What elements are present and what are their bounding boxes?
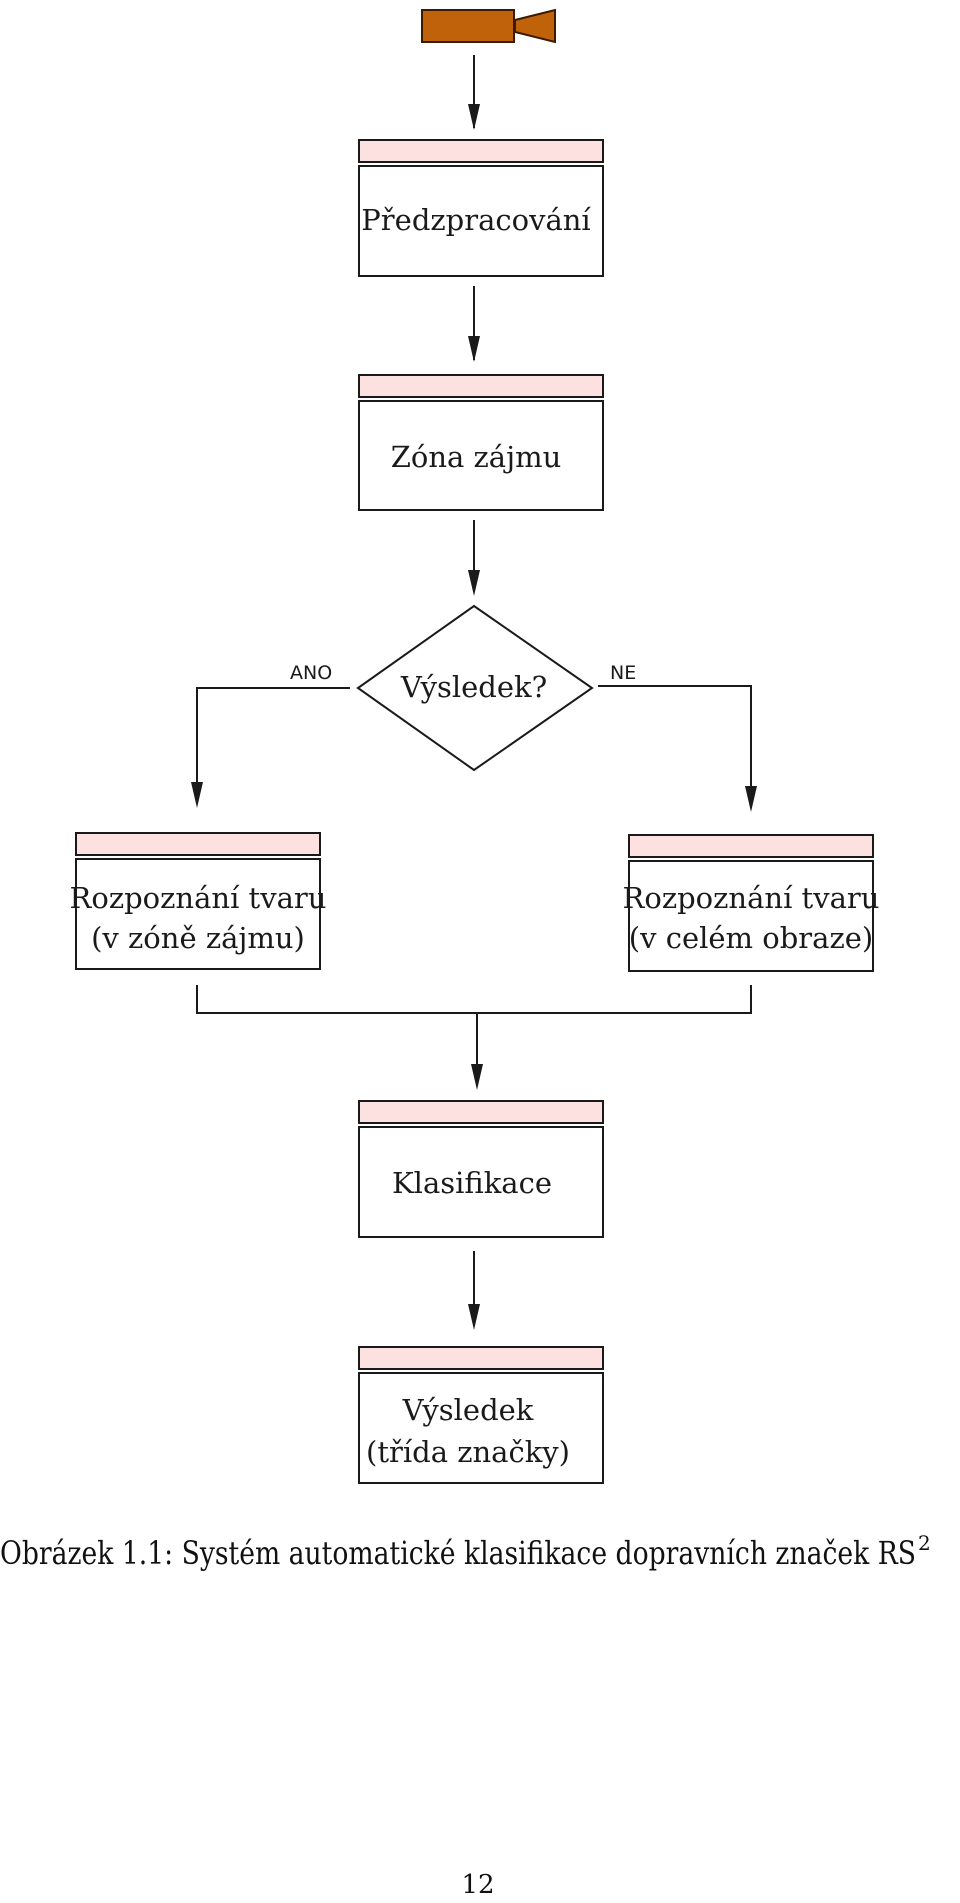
node-label-line1: Rozpoznání tvaru [70, 881, 327, 915]
arrowhead [468, 1304, 480, 1330]
node-shape-full: Rozpoznání tvaru (v celém obraze) [623, 834, 880, 972]
edge-label-yes: ANO [290, 662, 332, 684]
arrowhead [468, 104, 480, 130]
edge-yes: ANO [191, 662, 350, 808]
node-label: Zóna zájmu [391, 440, 562, 474]
node-box [358, 400, 604, 511]
figure-caption: Obrázek 1.1: Systém automatické klasifik… [0, 1534, 916, 1572]
edge-merge [196, 985, 752, 1090]
node-header [628, 834, 874, 858]
node-roi: Zóna zájmu [358, 374, 604, 511]
node-box [358, 1126, 604, 1238]
edge-label-no: NE [610, 662, 636, 684]
node-box [358, 1372, 604, 1484]
decision-diamond [356, 604, 594, 772]
node-header [75, 832, 321, 856]
node-box [628, 860, 874, 972]
arrowhead [745, 786, 757, 812]
node-shape-roi: Rozpoznání tvaru (v zóně zájmu) [70, 832, 327, 970]
node-decision: Výsledek? [356, 604, 594, 772]
node-label-line1: Výsledek [402, 1393, 534, 1427]
arrowhead [468, 570, 480, 596]
node-classification: Klasifikace [358, 1100, 604, 1238]
edge-no: NE [598, 662, 757, 812]
figure-caption-superscript: 2 [918, 1531, 931, 1555]
figure-caption-text: Obrázek 1.1: Systém automatické klasifik… [0, 1534, 916, 1572]
node-header [358, 1100, 604, 1124]
camera-icon [421, 8, 556, 44]
node-box [358, 165, 604, 277]
node-label: Výsledek? [400, 670, 547, 704]
node-label: Předzpracování [361, 203, 591, 237]
node-label-line2: (v celém obraze) [629, 921, 873, 955]
node-header [358, 1346, 604, 1370]
arrowhead [468, 336, 480, 362]
node-label: Klasifikace [392, 1166, 552, 1200]
arrowhead [471, 1064, 483, 1090]
node-header [358, 139, 604, 163]
page-number: 12 [461, 1870, 494, 1900]
node-header [358, 374, 604, 398]
node-result: Výsledek (třída značky) [358, 1346, 604, 1484]
node-preprocessing: Předzpracování [358, 139, 604, 277]
node-label-line1: Rozpoznání tvaru [623, 881, 880, 915]
node-label-line2: (v zóně zájmu) [91, 921, 305, 955]
node-label-line2: (třída značky) [366, 1435, 570, 1469]
arrowhead [191, 782, 203, 808]
node-box [75, 858, 321, 970]
